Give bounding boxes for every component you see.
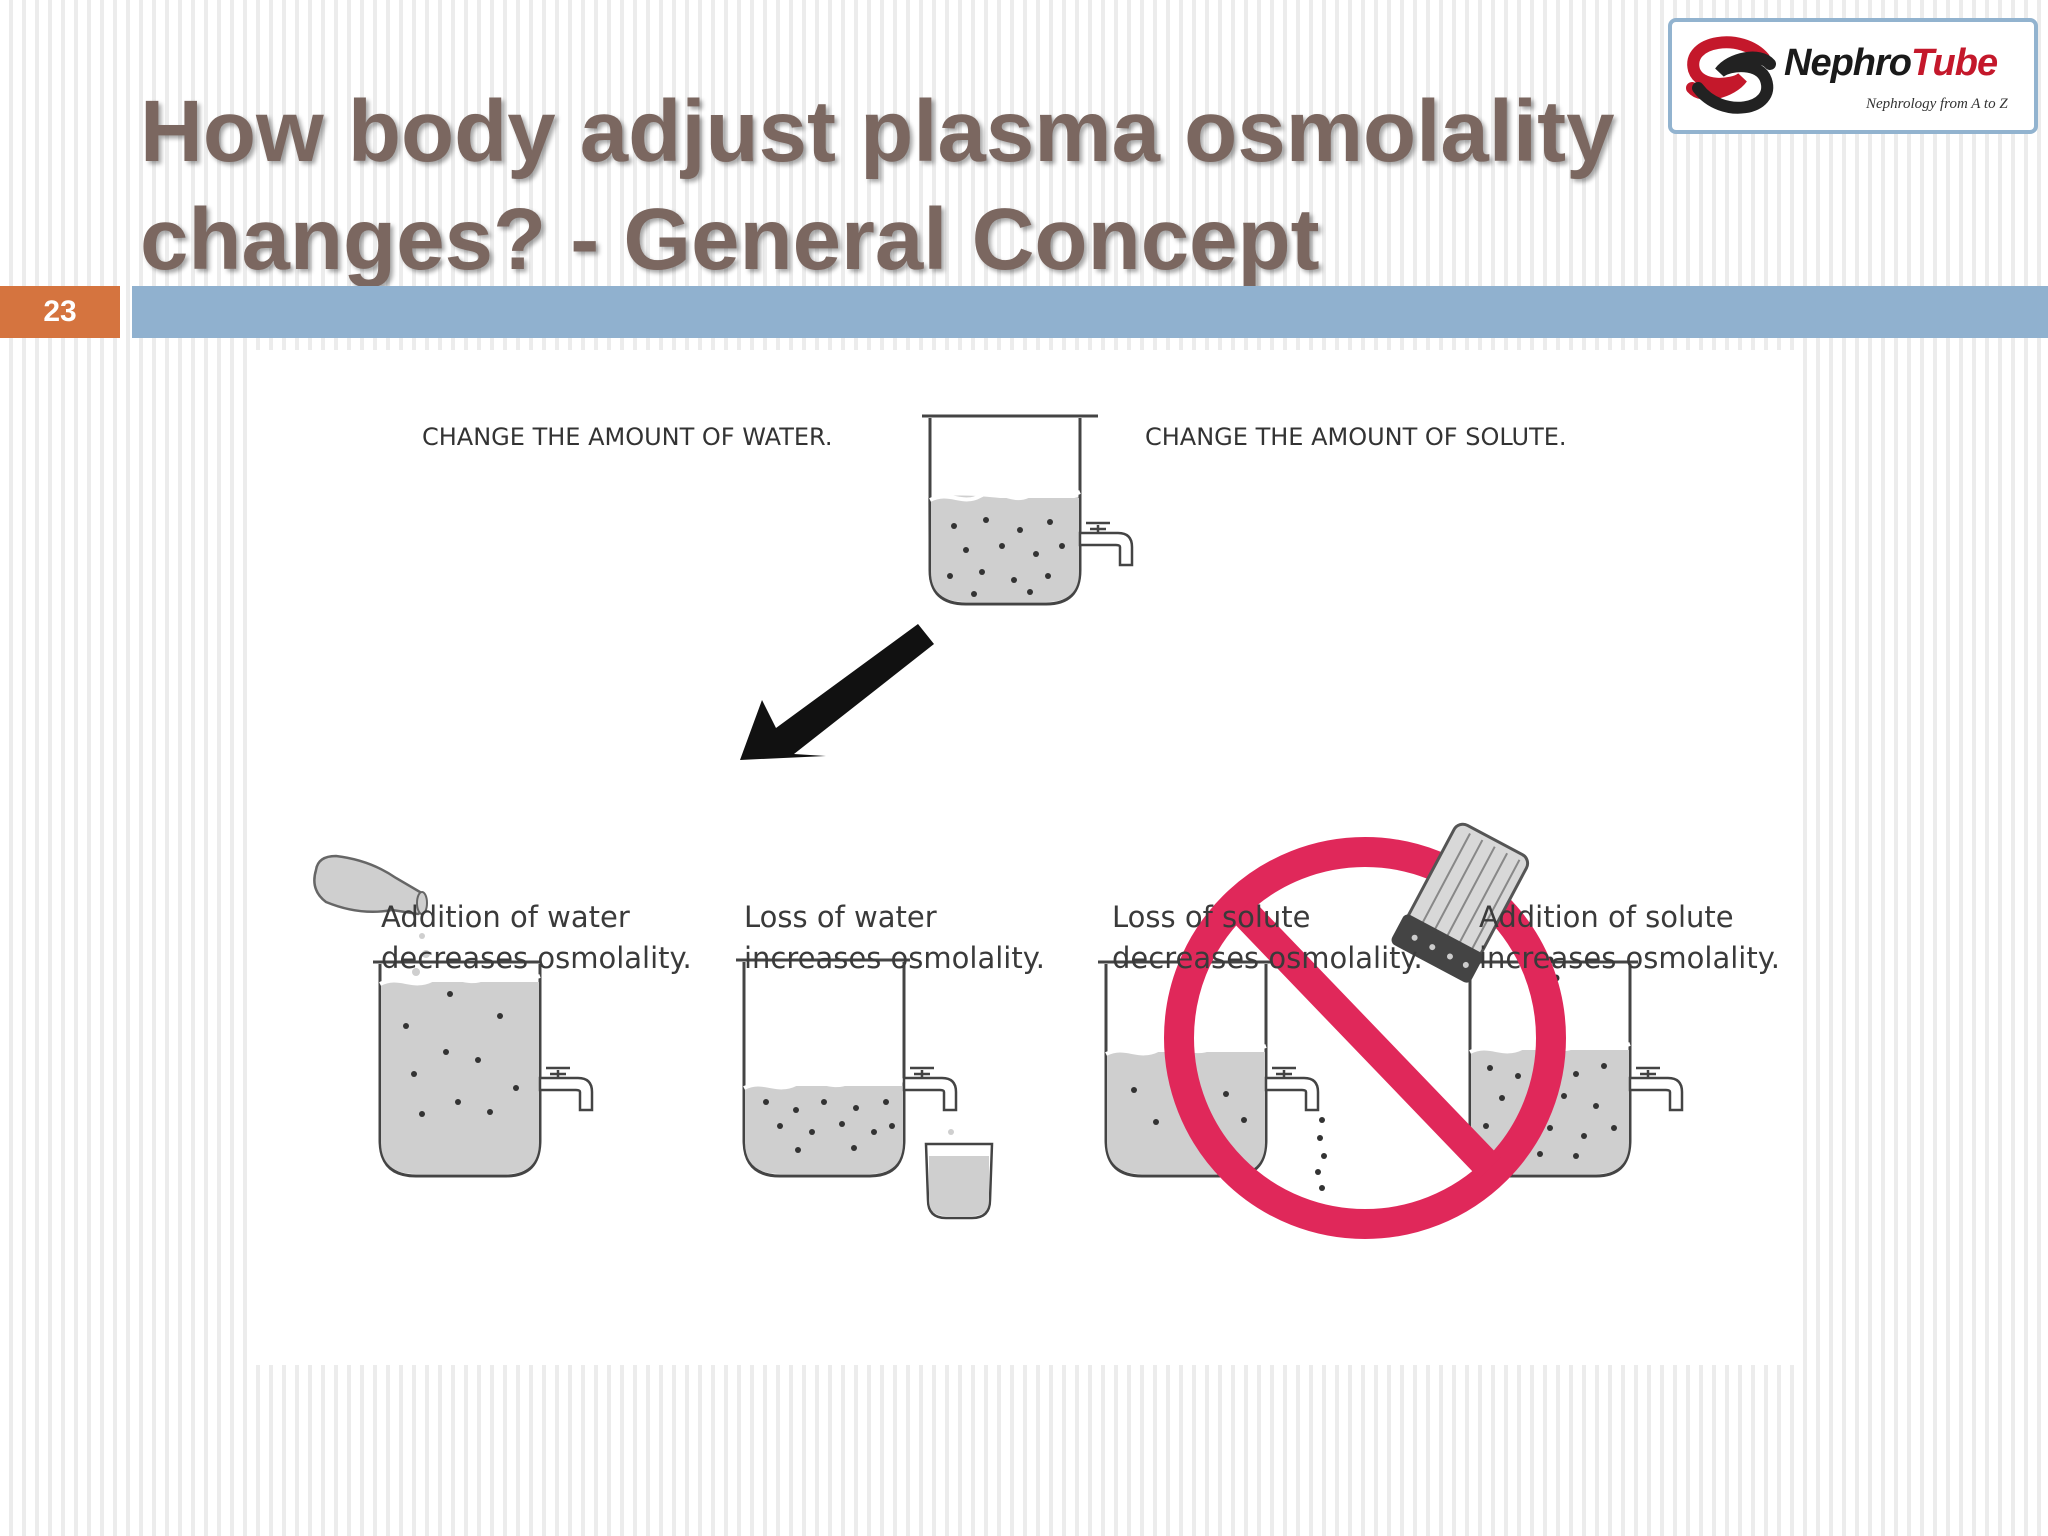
caption-loss-of-solute: Loss of solute decreases osmolality.: [1112, 897, 1423, 979]
header-change-solute: CHANGE THE AMOUNT OF SOLUTE.: [1145, 423, 1567, 451]
logo-name: NephroTube: [1784, 42, 1998, 85]
header-change-water: CHANGE THE AMOUNT OF WATER.: [422, 423, 833, 451]
caption-line-2: decreases osmolality.: [381, 941, 692, 975]
water-bottle-icon: [313, 854, 430, 976]
reference-beaker: [922, 414, 1134, 606]
caption-line-2: decreases osmolality.: [1112, 941, 1423, 975]
caption-line-1: Addition of water: [381, 900, 630, 934]
logo-swoosh-icon: [1686, 36, 1776, 114]
caption-line-1: Addition of solute: [1479, 900, 1734, 934]
caption-addition-of-solute: Addition of solute increases osmolality.: [1479, 897, 1780, 979]
caption-line-2: increases osmolality.: [744, 941, 1045, 975]
prohibition-sign-icon: [1164, 837, 1566, 1239]
beaker-loss-of-water: [736, 958, 994, 1220]
title-line-2: changes? - General Concept: [140, 191, 1320, 288]
salt-shaker-icon: [1391, 822, 1530, 983]
title-line-1: How body adjust plasma osmolality: [140, 83, 1615, 180]
logo-tagline: Nephrology from A to Z: [1866, 96, 2008, 112]
caption-addition-of-water: Addition of water decreases osmolality.: [381, 897, 692, 979]
title-band: [132, 286, 2048, 338]
nephrotube-logo: NephroTube Nephrology from A to Z: [1668, 18, 2038, 134]
reference-solute-dots: [947, 517, 1065, 597]
solute-dots-2: [763, 1099, 895, 1153]
caption-line-1: Loss of water: [744, 900, 937, 934]
logo-name-part1: Nephro: [1784, 42, 1912, 84]
osmolality-diagram: [250, 350, 1800, 1365]
beaker-addition-of-solute: [1462, 960, 1684, 1178]
slide-title: How body adjust plasma osmolality change…: [140, 78, 1700, 294]
caption-loss-of-water: Loss of water increases osmolality.: [744, 897, 1045, 979]
slide-number: 23: [0, 286, 120, 338]
beaker-addition-of-water: [373, 960, 594, 1178]
logo-name-part2: Tube: [1911, 42, 1998, 84]
solute-dots-1: [403, 991, 519, 1117]
caption-line-1: Loss of solute: [1112, 900, 1311, 934]
direction-arrow: [740, 624, 934, 760]
caption-line-2: increases osmolality.: [1479, 941, 1780, 975]
